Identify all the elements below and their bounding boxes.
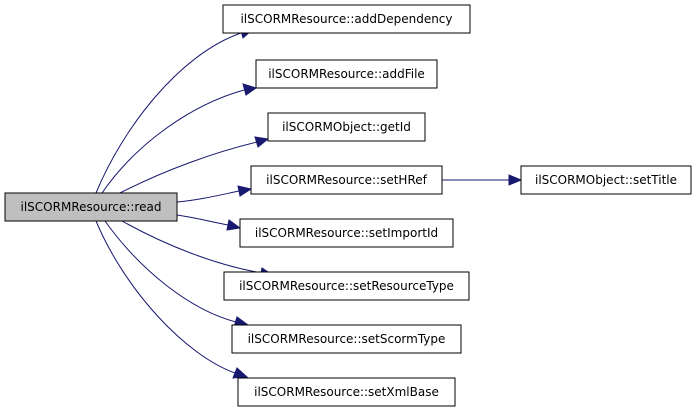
node-get-id[interactable]: ilSCORMObject::getId	[267, 112, 426, 142]
edge-line	[119, 141, 258, 194]
edge-line	[104, 220, 237, 323]
node-set-title[interactable]: ilSCORMObject::setTitle	[520, 165, 692, 195]
node-set-href[interactable]: ilSCORMResource::setHRef	[250, 165, 443, 195]
node-set-xml-base-label: ilSCORMResource::setXmlBase	[254, 385, 439, 399]
node-set-import-id[interactable]: ilSCORMResource::setImportId	[239, 218, 454, 248]
node-add-file[interactable]: ilSCORMResource::addFile	[255, 59, 438, 89]
node-set-resource-type[interactable]: ilSCORMResource::setResourceType	[223, 271, 470, 301]
node-read-label: ilSCORMResource::read	[21, 200, 162, 214]
node-set-title-label: ilSCORMObject::setTitle	[535, 173, 677, 187]
edge-read-to-getId	[119, 136, 270, 194]
node-set-xml-base[interactable]: ilSCORMResource::setXmlBase	[237, 377, 456, 407]
arrowhead-icon	[508, 174, 523, 186]
edge-line	[121, 220, 263, 274]
arrowhead-icon	[232, 367, 249, 379]
arrowhead-icon	[237, 185, 253, 197]
edge-read-to-setImportId	[176, 214, 242, 231]
node-set-import-id-label: ilSCORMResource::setImportId	[255, 226, 438, 240]
arrowhead-icon	[254, 136, 270, 148]
arrowhead-icon	[242, 83, 258, 96]
edge-line	[95, 32, 242, 194]
node-read[interactable]: ilSCORMResource::read	[4, 192, 178, 222]
node-get-id-label: ilSCORMObject::getId	[282, 120, 411, 134]
node-add-dependency-label: ilSCORMResource::addDependency	[240, 12, 452, 26]
edge-line	[176, 190, 240, 203]
edge-read-to-addFile	[101, 83, 258, 194]
edge-read-to-setHRef	[176, 185, 253, 203]
node-set-scorm-type-label: ilSCORMResource::setScormType	[248, 332, 446, 346]
node-set-href-label: ilSCORMResource::setHRef	[266, 173, 427, 187]
node-add-dependency[interactable]: ilSCORMResource::addDependency	[222, 4, 471, 34]
edge-line	[176, 214, 229, 226]
node-add-file-label: ilSCORMResource::addFile	[268, 67, 425, 81]
edge-setHRef-to-setTitle	[442, 174, 523, 186]
edge-line	[95, 220, 236, 374]
node-set-resource-type-label: ilSCORMResource::setResourceType	[239, 279, 454, 293]
arrowhead-icon	[226, 219, 242, 231]
edge-line	[101, 89, 245, 194]
node-set-scorm-type[interactable]: ilSCORMResource::setScormType	[231, 324, 462, 354]
